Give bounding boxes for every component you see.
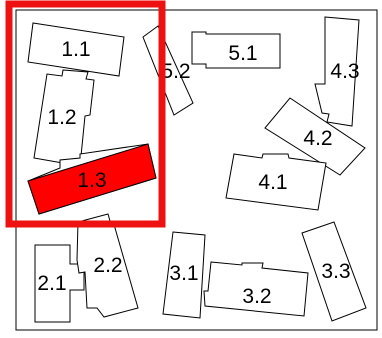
piece-3-2: 3.2 bbox=[203, 261, 309, 317]
piece-1-3: 1.3 bbox=[27, 143, 157, 215]
piece-label-3-2: 3.2 bbox=[242, 285, 271, 308]
piece-3-3: 3.3 bbox=[301, 221, 367, 322]
piece-4-2: 4.2 bbox=[264, 97, 366, 176]
piece-label-4-2: 4.2 bbox=[303, 127, 332, 150]
piece-label-1-1: 1.1 bbox=[61, 38, 90, 61]
piece-label-3-3: 3.3 bbox=[321, 260, 350, 283]
piece-4-3: 4.3 bbox=[314, 16, 360, 127]
piece-label-5-1: 5.1 bbox=[228, 42, 257, 65]
piece-5-1: 5.1 bbox=[191, 31, 281, 69]
highlighted-piece-1-3-fill bbox=[27, 143, 157, 215]
piece-label-2-1: 2.1 bbox=[37, 272, 66, 295]
piece-label-2-2: 2.2 bbox=[93, 254, 122, 277]
piece-label-1-2: 1.2 bbox=[47, 106, 76, 129]
piece-1-2: 1.2 bbox=[33, 69, 95, 167]
piece-label-1-3: 1.3 bbox=[77, 169, 106, 192]
piece-label-4-1: 4.1 bbox=[258, 171, 287, 194]
piece-label-3-1: 3.1 bbox=[169, 262, 198, 285]
piece-1-1: 1.1 bbox=[27, 22, 125, 77]
piece-label-4-3: 4.3 bbox=[330, 60, 359, 83]
piece-2-2: 2.2 bbox=[76, 213, 139, 318]
piece-label-5-2: 5.2 bbox=[161, 60, 190, 83]
piece-4-1: 4.1 bbox=[225, 153, 327, 211]
piece-3-1: 3.1 bbox=[162, 231, 206, 319]
selection-frame bbox=[5, 0, 166, 228]
piece-2-1: 2.1 bbox=[34, 244, 85, 323]
piece-5-2: 5.2 bbox=[142, 25, 194, 116]
